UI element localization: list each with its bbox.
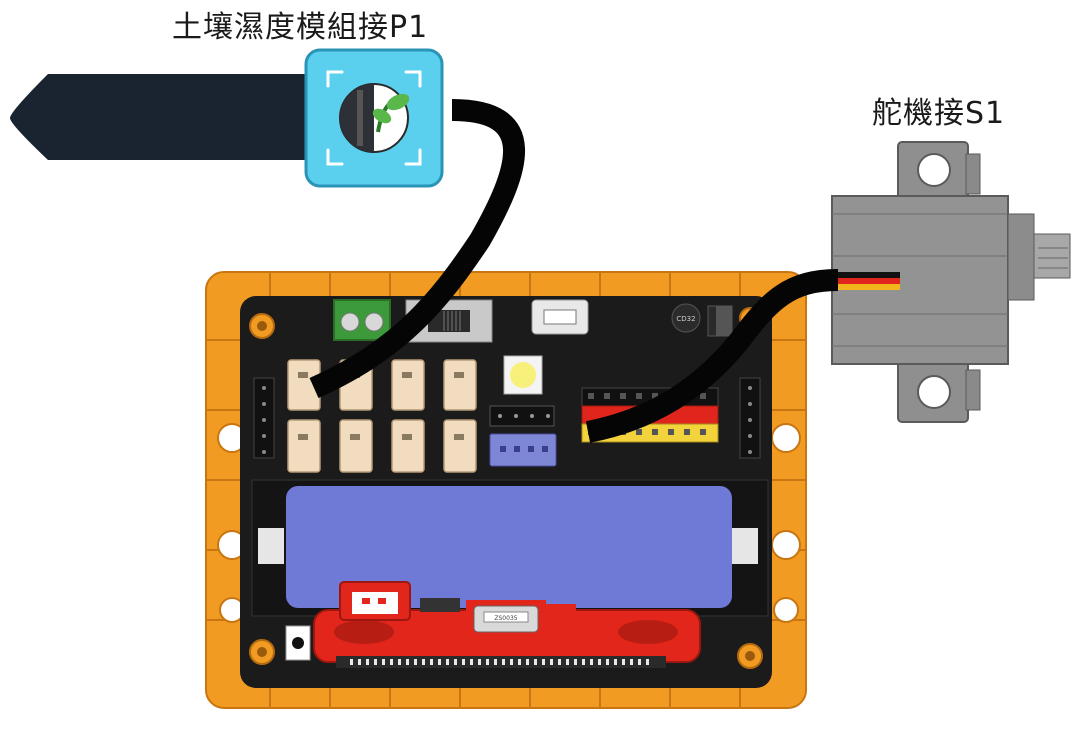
soil-sensor-label: 土壤濕度模組接P1: [172, 10, 429, 45]
battery-holder: [251, 479, 769, 617]
servo-motor: [831, 141, 1071, 423]
battery: [286, 486, 732, 608]
soil-sensor-module: [304, 48, 444, 188]
i2c-header: [489, 405, 557, 467]
soil-moisture-probe: [10, 74, 308, 160]
usb-module-label: ZS0035: [494, 615, 517, 622]
microbit-module: ZS0035: [313, 581, 701, 663]
servo-label: 舵機接S1: [872, 96, 1006, 131]
right-edge-pins: [739, 377, 761, 459]
usb-port: [531, 299, 589, 335]
left-edge-pins: [253, 377, 275, 459]
power-terminal-block: [333, 299, 391, 341]
buzzer-chip: CD32: [671, 303, 733, 337]
rgb-led: [503, 355, 543, 395]
edge-connector: [336, 656, 666, 668]
servo-cable: [585, 269, 839, 443]
chip-label: CD32: [676, 315, 695, 323]
plant-sprout-icon: [339, 83, 410, 153]
soil-sensor-cable: [309, 99, 525, 399]
reset-button: [285, 625, 311, 661]
